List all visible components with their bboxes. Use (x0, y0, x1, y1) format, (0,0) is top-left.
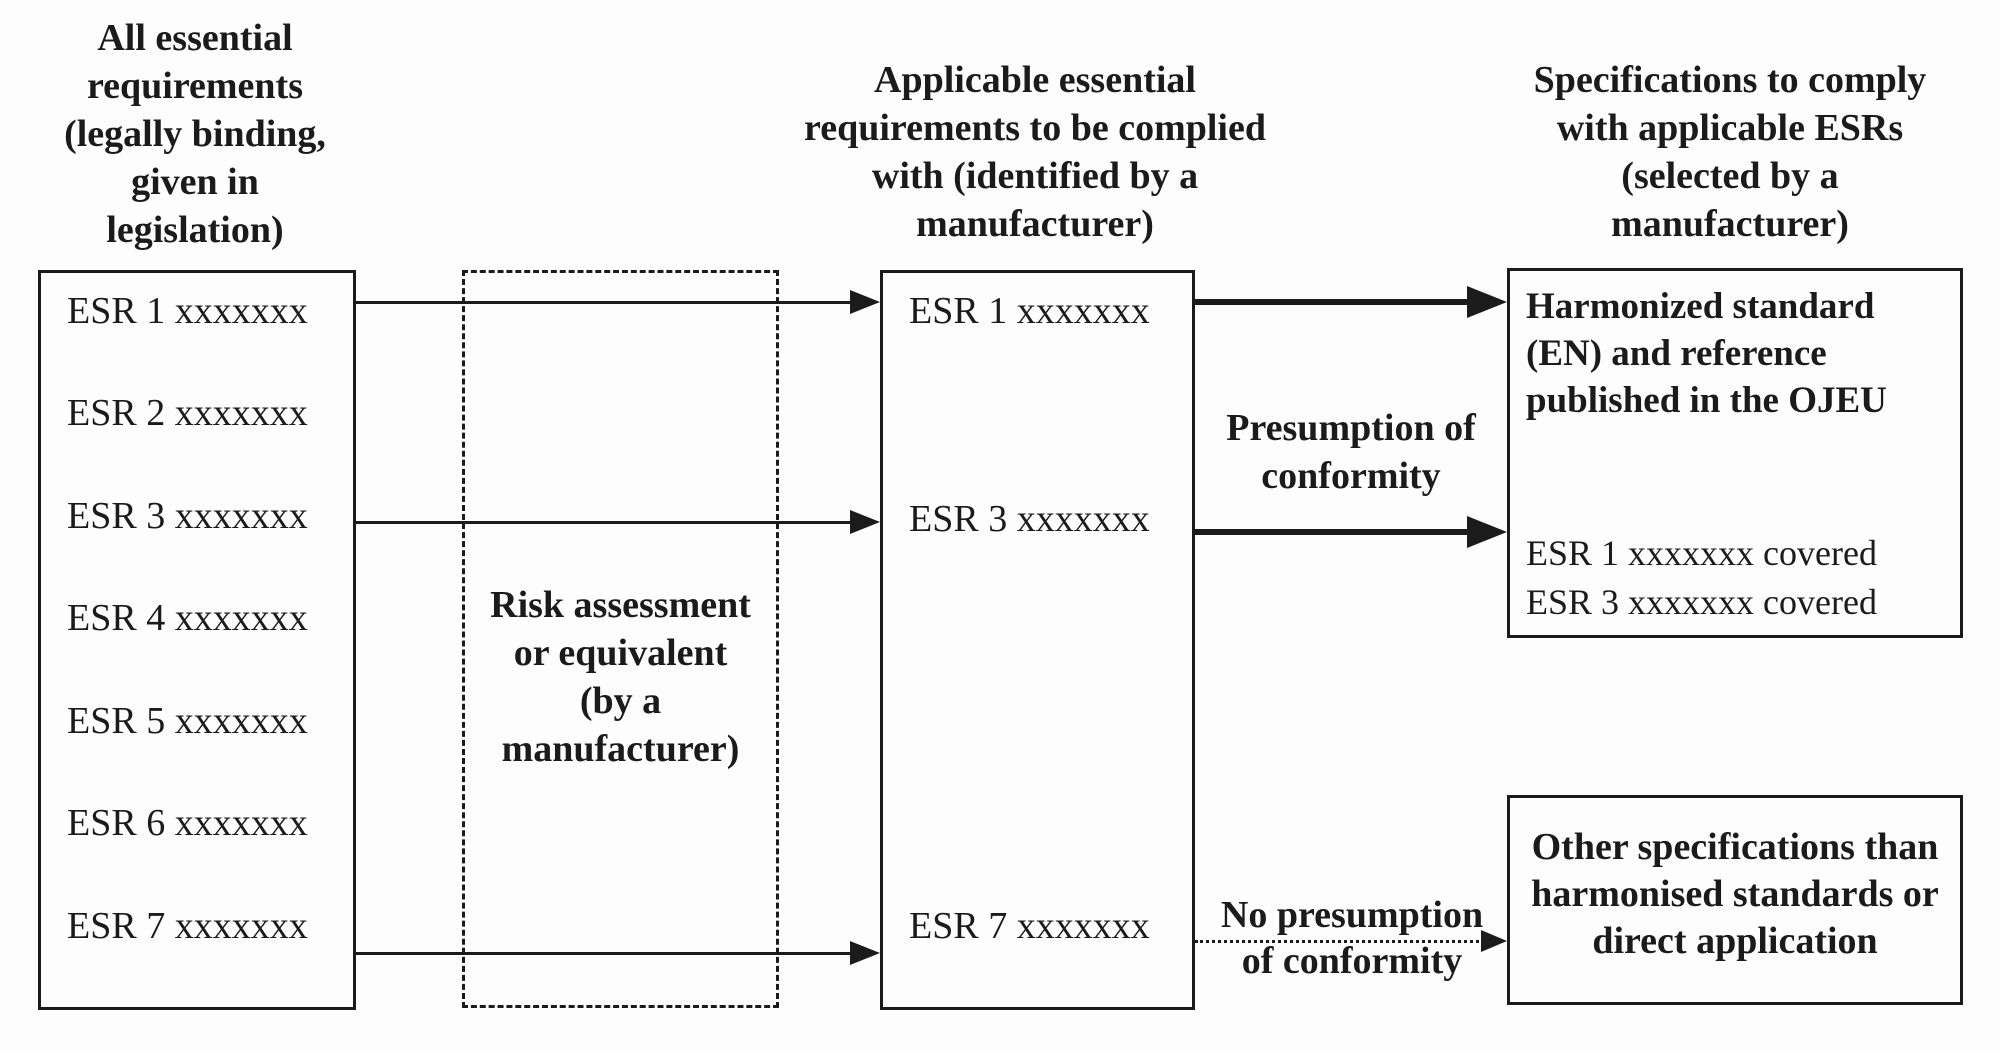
other-line: harmonised standards or (1531, 873, 1939, 915)
header-line: with applicable ESRs (1556, 107, 1904, 149)
esr-list-item: ESR 1 xxxxxxx (909, 290, 1150, 332)
risk-line: (by a (579, 680, 662, 722)
header-line: (selected by a (1621, 155, 1839, 197)
title-line: (EN) and reference (1526, 333, 1827, 374)
esr-list-item: ESR 3 xxxxxxx (909, 498, 1150, 540)
esr-list-item: ESR 5 xxxxxxx (67, 700, 308, 742)
title-line: published in the OJEU (1526, 380, 1887, 421)
esr-list-item: ESR 6 xxxxxxx (67, 802, 308, 844)
arrow-shaft (356, 300, 852, 304)
header-line: manufacturer) (916, 203, 1154, 245)
header-all-essential-requirements: All essential requirements (legally bind… (25, 14, 365, 254)
other-line: direct application (1592, 920, 1878, 962)
arrow-shaft-dotted (1195, 939, 1485, 943)
title-line: Harmonized standard (1526, 286, 1875, 327)
other-specifications-text: Other specifications than harmonised sta… (1510, 824, 1960, 965)
arrowhead-icon (850, 510, 880, 534)
header-line: with (identified by a (871, 155, 1199, 197)
presumption-of-conformity-label: Presumption of conformity (1195, 404, 1507, 500)
other-line: Other specifications than (1531, 826, 1939, 868)
label-line: conformity (1261, 455, 1441, 497)
risk-line: or equivalent (513, 632, 728, 674)
harmonized-standard-title: Harmonized standard (EN) and reference p… (1526, 283, 1887, 424)
header-line: manufacturer) (1611, 203, 1849, 245)
applicable-esr-box: ESR 1 xxxxxxx ESR 3 xxxxxxx ESR 7 xxxxxx… (880, 270, 1195, 1010)
header-line: Applicable essential (874, 59, 1196, 101)
header-applicable-requirements: Applicable essential requirements to be … (765, 56, 1305, 248)
label-line: of conformity (1241, 940, 1463, 982)
header-line: given in (131, 161, 259, 203)
esr-list-item: ESR 7 xxxxxxx (67, 905, 308, 947)
header-line: requirements (86, 65, 303, 107)
esr-covered-list: ESR 1 xxxxxxx covered ESR 3 xxxxxxx cove… (1526, 529, 1877, 627)
arrowhead-icon (850, 290, 880, 314)
risk-line: manufacturer) (501, 728, 740, 770)
arrow-shaft (356, 520, 852, 524)
arrowhead-icon (1467, 286, 1507, 318)
header-line: Specifications to comply (1533, 59, 1927, 101)
risk-assessment-text: Risk assessment or equivalent (by a manu… (465, 581, 776, 773)
header-line: (legally binding, (64, 113, 326, 155)
label-line: No presumption (1220, 894, 1484, 936)
esr-list-item: ESR 2 xxxxxxx (67, 392, 308, 434)
header-line: requirements to be complied (804, 107, 1266, 149)
esr-list-item: ESR 4 xxxxxxx (67, 597, 308, 639)
risk-line: Risk assessment (490, 584, 751, 626)
header-line: legislation) (106, 209, 284, 251)
arrow-shaft (1195, 529, 1471, 535)
arrowhead-icon (850, 941, 880, 965)
harmonized-standard-box: Harmonized standard (EN) and reference p… (1507, 268, 1963, 638)
arrow-shaft (356, 951, 852, 955)
arrowhead-icon (1481, 930, 1507, 952)
esr-covered-line: ESR 3 xxxxxxx covered (1526, 582, 1877, 622)
risk-assessment-box: Risk assessment or equivalent (by a manu… (462, 270, 779, 1008)
arrow-shaft (1195, 299, 1471, 305)
all-esr-box: ESR 1 xxxxxxx ESR 2 xxxxxxx ESR 3 xxxxxx… (38, 270, 356, 1010)
header-line: All essential (97, 17, 293, 59)
esr-list-item: ESR 3 xxxxxxx (67, 495, 308, 537)
header-specifications: Specifications to comply with applicable… (1480, 56, 1980, 248)
label-line: Presumption of (1226, 407, 1476, 449)
esr-list-item: ESR 1 xxxxxxx (67, 290, 308, 332)
esr-covered-line: ESR 1 xxxxxxx covered (1526, 533, 1877, 573)
arrowhead-icon (1467, 516, 1507, 548)
esr-list-item: ESR 7 xxxxxxx (909, 905, 1150, 947)
no-presumption-of-conformity-label: No presumption of conformity (1178, 892, 1526, 984)
other-specifications-box: Other specifications than harmonised sta… (1507, 795, 1963, 1005)
